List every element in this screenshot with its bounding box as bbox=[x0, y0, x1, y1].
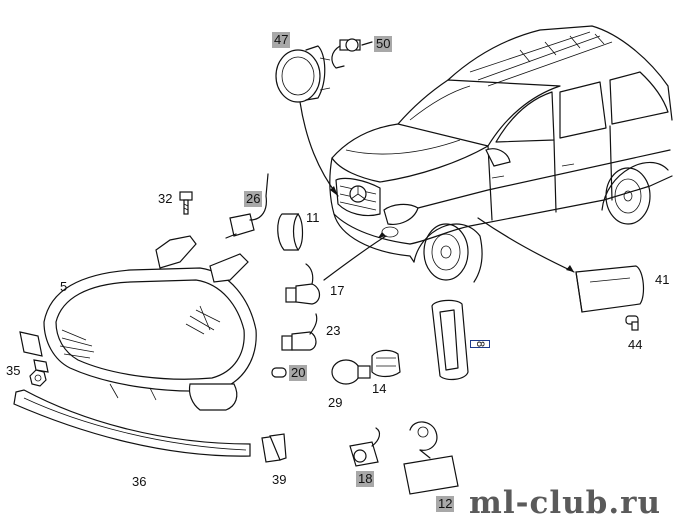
car-illustration bbox=[329, 25, 673, 283]
part-label-20: 20 bbox=[289, 365, 308, 381]
small-bulb-part bbox=[271, 367, 287, 378]
part-label-23: 23 bbox=[326, 323, 341, 338]
clip-part bbox=[261, 433, 287, 463]
marker-bulb-part bbox=[625, 315, 639, 331]
socket-harness-part bbox=[349, 427, 381, 467]
part-label-50: 50 bbox=[374, 36, 393, 52]
part-label-17: 17 bbox=[330, 283, 345, 298]
side-lamp-part bbox=[431, 299, 469, 381]
site-watermark: ml-club.ru bbox=[469, 485, 661, 521]
part-label-14: 14 bbox=[372, 381, 387, 396]
headlamp-assembly-part bbox=[19, 235, 257, 411]
nut-part bbox=[29, 369, 47, 387]
bulb-h1-part bbox=[281, 313, 318, 351]
part-label-35: 35 bbox=[6, 363, 21, 378]
trim-strip-part bbox=[13, 389, 251, 457]
wiring-connector-part bbox=[403, 421, 459, 495]
part-label-8: 8 bbox=[470, 340, 490, 349]
side-marker-lamp-part bbox=[575, 265, 645, 313]
part-label-12: 12 bbox=[436, 496, 455, 512]
leader-lines bbox=[299, 101, 575, 281]
part-label-18: 18 bbox=[356, 471, 375, 487]
part-label-36: 36 bbox=[132, 474, 147, 489]
bulb-h3-part bbox=[331, 38, 373, 69]
part-label-39: 39 bbox=[272, 472, 287, 487]
part-label-29: 29 bbox=[328, 395, 343, 410]
retaining-ring-part bbox=[277, 213, 304, 251]
fog-lamp-part bbox=[275, 45, 331, 103]
bulb-h7-part bbox=[285, 263, 321, 305]
part-label-5: 5 bbox=[60, 279, 68, 294]
part-label-32: 32 bbox=[158, 191, 173, 206]
part-label-47: 47 bbox=[272, 32, 291, 48]
level-sensor-part bbox=[225, 173, 269, 239]
indicator-bulb-part bbox=[331, 359, 371, 385]
part-label-26: 26 bbox=[244, 191, 263, 207]
part-label-11: 11 bbox=[306, 210, 320, 225]
part-label-44: 44 bbox=[628, 337, 643, 352]
screw-part bbox=[179, 191, 193, 215]
bulb-socket-part bbox=[371, 349, 401, 378]
part-label-41: 41 bbox=[655, 272, 670, 287]
